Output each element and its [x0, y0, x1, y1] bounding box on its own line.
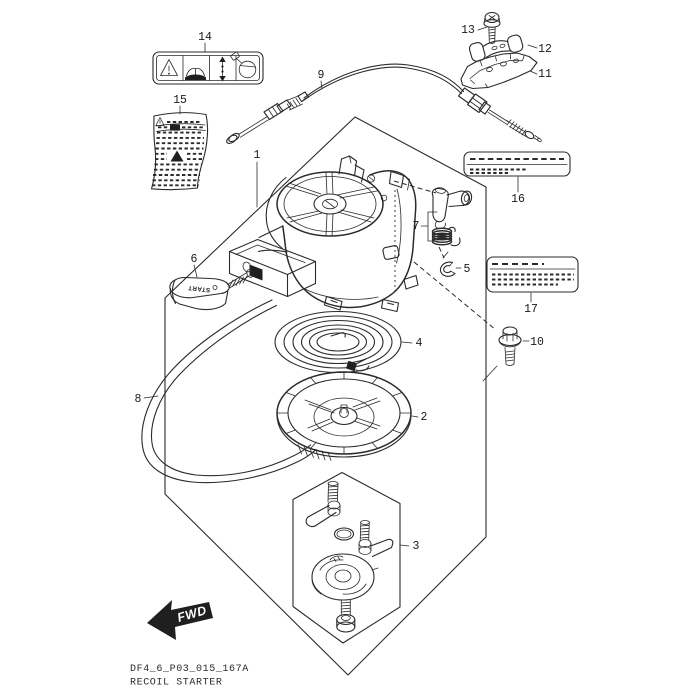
part-10-flange-bolt: [498, 326, 522, 366]
vertical-arrow-icon: [219, 56, 226, 82]
part-11-bracket-plate: [460, 52, 538, 90]
callout-3: 3: [413, 540, 420, 553]
o-ring: [333, 527, 355, 541]
callout-9: 9: [318, 69, 325, 82]
part-5-circlip: [439, 261, 456, 277]
callout-7: 7: [413, 220, 420, 233]
part-3-pawl-kit: [292, 471, 401, 644]
part-1-starter-housing: [228, 155, 419, 313]
page-title: RECOIL STARTER: [130, 678, 222, 689]
part-8-starter-rope: [141, 299, 317, 484]
warning-triangle-icon: [160, 59, 178, 76]
callout-16: 16: [511, 193, 525, 206]
callout-numbers: 1 2 3 4 5 6 7 8 9 10 11 12 13 14 15 16 1…: [135, 24, 552, 553]
assembly-border-hexagon: [164, 116, 487, 676]
rope-wrap-hatching: [297, 444, 332, 461]
callout-10: 10: [530, 336, 544, 349]
part-7-lock-lever-set: [431, 187, 473, 247]
handle-logo-dot: [212, 285, 218, 290]
kit-border-hexagon: [292, 471, 401, 644]
filled-triangle-icon: [170, 150, 184, 162]
callout-8: 8: [135, 393, 142, 406]
fwd-direction-marker: FWD: [147, 600, 213, 640]
footer: DF4_6_P03_015_167A RECOIL STARTER: [130, 664, 249, 689]
callout-15: 15: [173, 94, 187, 107]
part-14-caution-label: [152, 51, 264, 85]
cam-plate: [311, 553, 379, 601]
callout-5: 5: [464, 263, 471, 276]
part-9-starter-cable: [226, 63, 542, 144]
handle-start-text: START: [187, 284, 210, 293]
part-2-starter-reel: [276, 371, 412, 461]
lock-lever-spring: [431, 226, 461, 247]
fwd-arrow-icon: [147, 600, 213, 640]
part-15-instruction-label: [150, 112, 209, 191]
callout-12: 12: [538, 43, 552, 56]
drawing-code: DF4_6_P03_015_167A: [130, 664, 249, 675]
callout-11: 11: [538, 68, 552, 81]
callout-2: 2: [421, 411, 428, 424]
spring-end-hook: [345, 360, 358, 372]
part-17-label: [486, 256, 579, 293]
pawl-spring-b: [359, 520, 370, 541]
part-4-spiral-spring: [274, 310, 402, 374]
recoil-rope-icon: [230, 51, 257, 79]
callout-1: 1: [254, 149, 261, 162]
leader-lines: [143, 26, 538, 547]
part-16-label: [463, 151, 571, 177]
callout-6: 6: [191, 253, 198, 266]
callout-4: 4: [416, 337, 423, 350]
kit-bolt: [336, 599, 356, 633]
part-6-starter-handle: START: [169, 269, 254, 311]
pawl-spring-a: [327, 481, 339, 503]
callout-17: 17: [524, 303, 538, 316]
book-icon: [170, 124, 180, 131]
owners-manual-book-icon: [185, 67, 206, 80]
pawl-b: [358, 538, 394, 558]
pawl-a: [305, 500, 341, 528]
warning-triangle-icon: [155, 117, 165, 126]
part-13-bolt: [483, 11, 501, 44]
callout-13: 13: [461, 24, 475, 37]
callout-14: 14: [198, 31, 212, 44]
